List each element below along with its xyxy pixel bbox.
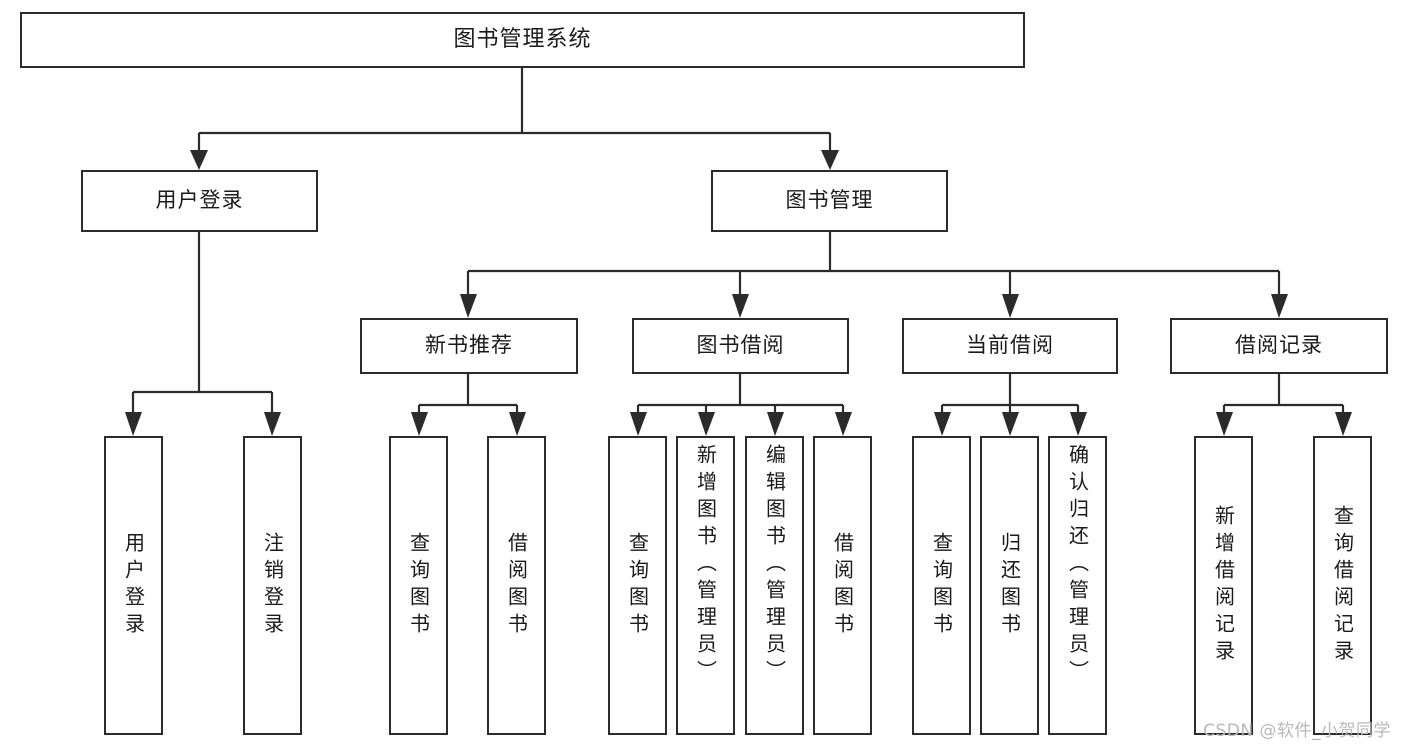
node-label: 查询图书 — [929, 531, 954, 640]
arrow-user-login-c1 — [125, 412, 142, 436]
arrow-to-user-login — [190, 150, 208, 170]
arrow-bb-c3 — [767, 412, 784, 436]
leaf-current-borrow-return[interactable]: 归还图书 — [980, 436, 1039, 735]
node-new-book-recommend[interactable]: 新书推荐 — [360, 318, 578, 374]
leaf-new-book-query[interactable]: 查询图书 — [389, 436, 448, 735]
node-label: 确认归还（管理员） — [1065, 444, 1090, 687]
node-label: 借阅图书 — [504, 531, 529, 640]
node-label: 归还图书 — [997, 531, 1022, 640]
node-label: 编辑图书（管理员） — [762, 444, 787, 687]
leaf-book-borrow-query[interactable]: 查询图书 — [608, 436, 667, 735]
arrow-nb-c1 — [411, 412, 428, 436]
node-borrow-record[interactable]: 借阅记录 — [1170, 318, 1388, 374]
node-label: 借阅记录 — [1235, 333, 1323, 358]
node-current-borrow[interactable]: 当前借阅 — [902, 318, 1118, 374]
arrow-cb-c3 — [1070, 412, 1087, 436]
node-label: 新书推荐 — [425, 333, 513, 358]
arrow-to-book-manage — [821, 150, 839, 170]
leaf-borrow-record-query[interactable]: 查询借阅记录 — [1313, 436, 1372, 735]
arrow-bb-c4 — [835, 412, 852, 436]
node-label: 图书管理系统 — [453, 26, 592, 52]
leaf-new-book-borrow[interactable]: 借阅图书 — [487, 436, 546, 735]
csdn-watermark: CSDN @软件_小贺同学 — [1203, 721, 1391, 741]
node-label: 借阅图书 — [830, 531, 855, 640]
node-label: 图书借阅 — [696, 333, 785, 358]
node-label: 新增图书（管理员） — [693, 444, 718, 687]
node-label: 用户登录 — [155, 188, 244, 213]
arrow-br-c2 — [1335, 412, 1352, 436]
node-label: 新增借阅记录 — [1211, 504, 1236, 667]
node-label: 用户登录 — [121, 531, 146, 640]
node-label: 注销登录 — [260, 531, 285, 640]
arrow-to-borrow-record — [1271, 294, 1288, 318]
node-label: 查询图书 — [625, 531, 650, 640]
arrow-nb-c2 — [509, 412, 526, 436]
leaf-current-borrow-confirm-admin[interactable]: 确认归还（管理员） — [1048, 436, 1107, 735]
node-label: 查询图书 — [406, 531, 431, 640]
arrow-bb-c2 — [698, 412, 715, 436]
leaf-book-borrow-borrow[interactable]: 借阅图书 — [813, 436, 872, 735]
arrow-to-new-book — [460, 294, 477, 318]
arrow-to-book-borrow — [732, 294, 749, 318]
leaf-user-login-logout[interactable]: 注销登录 — [243, 436, 302, 735]
arrow-to-current-borrow — [1002, 294, 1019, 318]
node-user-login[interactable]: 用户登录 — [81, 170, 318, 232]
arrow-cb-c1 — [934, 412, 951, 436]
node-book-borrow[interactable]: 图书借阅 — [632, 318, 849, 374]
leaf-user-login-login[interactable]: 用户登录 — [104, 436, 163, 735]
node-label: 查询借阅记录 — [1330, 504, 1355, 667]
leaf-borrow-record-add[interactable]: 新增借阅记录 — [1194, 436, 1253, 735]
node-book-management[interactable]: 图书管理 — [711, 170, 948, 232]
node-label: 当前借阅 — [966, 333, 1054, 358]
arrow-user-login-c2 — [264, 412, 281, 436]
node-label: 图书管理 — [785, 188, 874, 213]
arrow-br-c1 — [1216, 412, 1233, 436]
leaf-current-borrow-query[interactable]: 查询图书 — [912, 436, 971, 735]
node-root-book-management-system[interactable]: 图书管理系统 — [20, 12, 1025, 68]
arrow-bb-c1 — [630, 412, 647, 436]
leaf-book-borrow-edit-admin[interactable]: 编辑图书（管理员） — [745, 436, 804, 735]
arrow-cb-c2 — [1002, 412, 1019, 436]
leaf-book-borrow-add-admin[interactable]: 新增图书（管理员） — [676, 436, 735, 735]
